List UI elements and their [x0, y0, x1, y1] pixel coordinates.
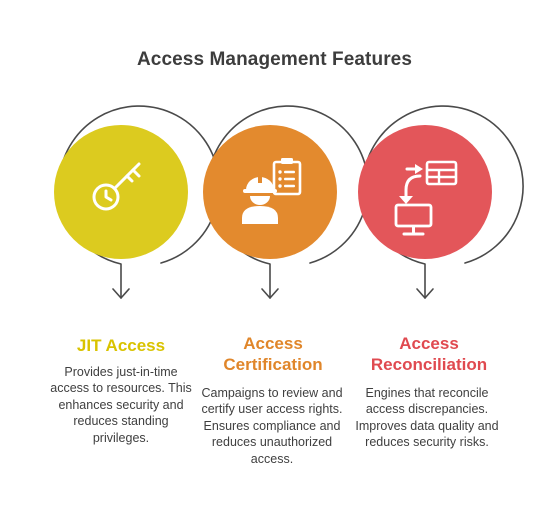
reconciliation-circle — [358, 125, 492, 259]
jit-description: Provides just-in-time access to resource… — [50, 365, 192, 445]
sync-monitor-icon — [394, 160, 458, 236]
jit-arrow-icon — [112, 288, 130, 299]
jit-heading: JIT Access — [76, 336, 166, 355]
diagram-title: Access Management Features — [136, 49, 413, 70]
reconciliation-heading: Access Reconciliation — [370, 334, 488, 374]
reconciliation-arrow-icon — [416, 288, 434, 299]
certification-arrow-icon — [261, 288, 279, 299]
worker-clipboard-icon — [242, 158, 302, 224]
jit-circle — [54, 125, 188, 259]
certification-description: Campaigns to review and certify user acc… — [201, 386, 343, 466]
certification-heading: Access Certification — [223, 334, 323, 374]
key-icon — [92, 162, 141, 211]
reconciliation-description: Engines that reconcile access discrepanc… — [355, 386, 499, 450]
